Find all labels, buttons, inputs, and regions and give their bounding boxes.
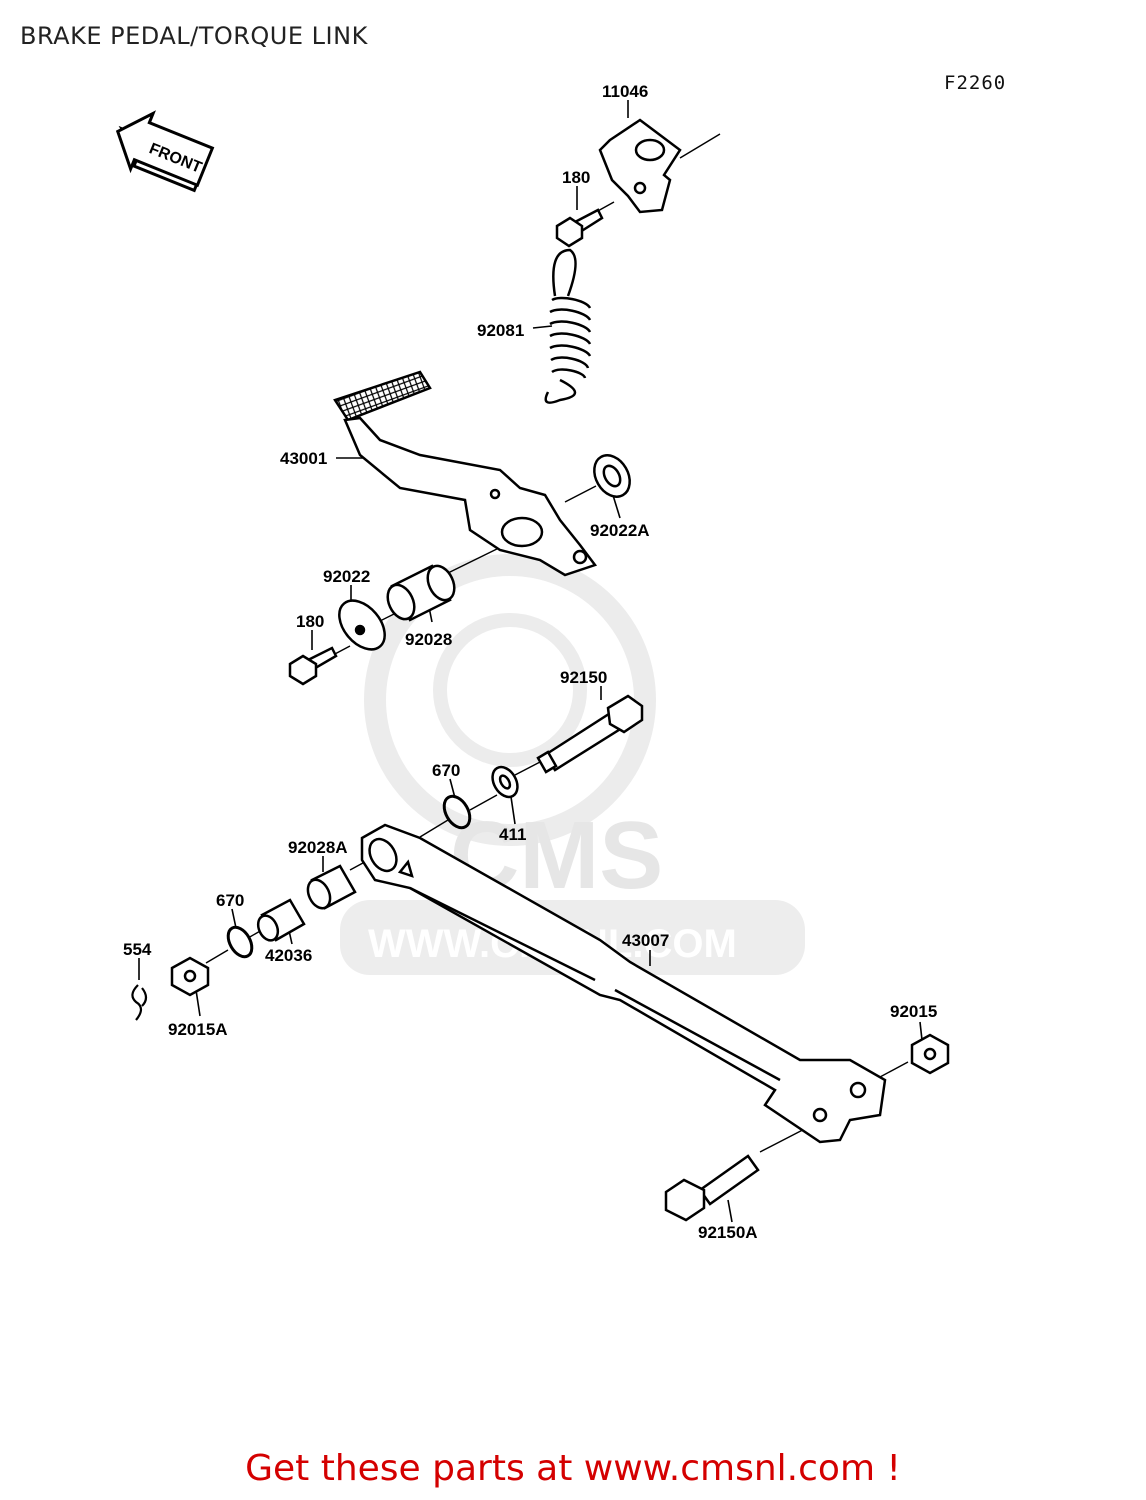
watermark: CMS WWW.CMSNL.COM	[340, 554, 805, 975]
label-92150: 92150	[560, 668, 607, 687]
label-92022: 92022	[323, 567, 370, 586]
part-411-washer	[491, 765, 519, 799]
label-11046: 11046	[602, 82, 648, 101]
part-670-left-circlip	[226, 925, 254, 959]
part-42036-bushing	[256, 898, 306, 942]
part-92150-bolt	[536, 694, 644, 774]
label-43001: 43001	[280, 449, 327, 468]
footer-promo-text[interactable]: Get these parts at www.cmsnl.com !	[245, 1448, 901, 1489]
part-43001-brake-pedal	[333, 370, 598, 577]
part-92015A-nut	[170, 956, 210, 997]
label-411: 411	[499, 825, 526, 844]
label-180-top: 180	[562, 168, 590, 187]
figure-code: F2260	[944, 72, 1007, 94]
part-92081-spring	[544, 248, 592, 404]
label-92015A: 92015A	[168, 1020, 228, 1039]
label-92150A: 92150A	[698, 1223, 758, 1242]
label-92015: 92015	[890, 1002, 937, 1021]
part-180-mid-bolt	[288, 646, 338, 686]
part-670-mid-circlip	[442, 794, 472, 830]
leader-lines	[138, 100, 923, 1223]
page-title: BRAKE PEDAL/TORQUE LINK	[20, 22, 368, 50]
part-labels: 11046 180 92081 43001 92022A 92022 180 9…	[123, 82, 937, 1242]
part-92015-nut	[910, 1033, 950, 1075]
label-92028: 92028	[405, 630, 452, 649]
part-554-cotter-pin	[131, 984, 148, 1021]
front-arrow: FRONT	[115, 110, 215, 193]
label-670-left: 670	[216, 891, 244, 910]
part-92150A-bolt	[664, 1154, 760, 1222]
part-180-top-bolt	[555, 208, 604, 248]
label-670-mid: 670	[432, 761, 460, 780]
label-180-mid: 180	[296, 612, 324, 631]
part-92028-collar	[386, 564, 456, 622]
label-43007: 43007	[622, 931, 669, 950]
label-92081: 92081	[477, 321, 524, 340]
part-92028A-collar	[306, 864, 357, 910]
part-43007-torque-link	[360, 823, 887, 1144]
label-92028A: 92028A	[288, 838, 348, 857]
label-42036: 42036	[265, 946, 312, 965]
part-92022-washer	[338, 599, 386, 651]
label-554: 554	[123, 940, 152, 959]
label-92022A: 92022A	[590, 521, 650, 540]
part-92022A-washer	[593, 454, 631, 498]
part-11046-bracket	[598, 118, 682, 214]
